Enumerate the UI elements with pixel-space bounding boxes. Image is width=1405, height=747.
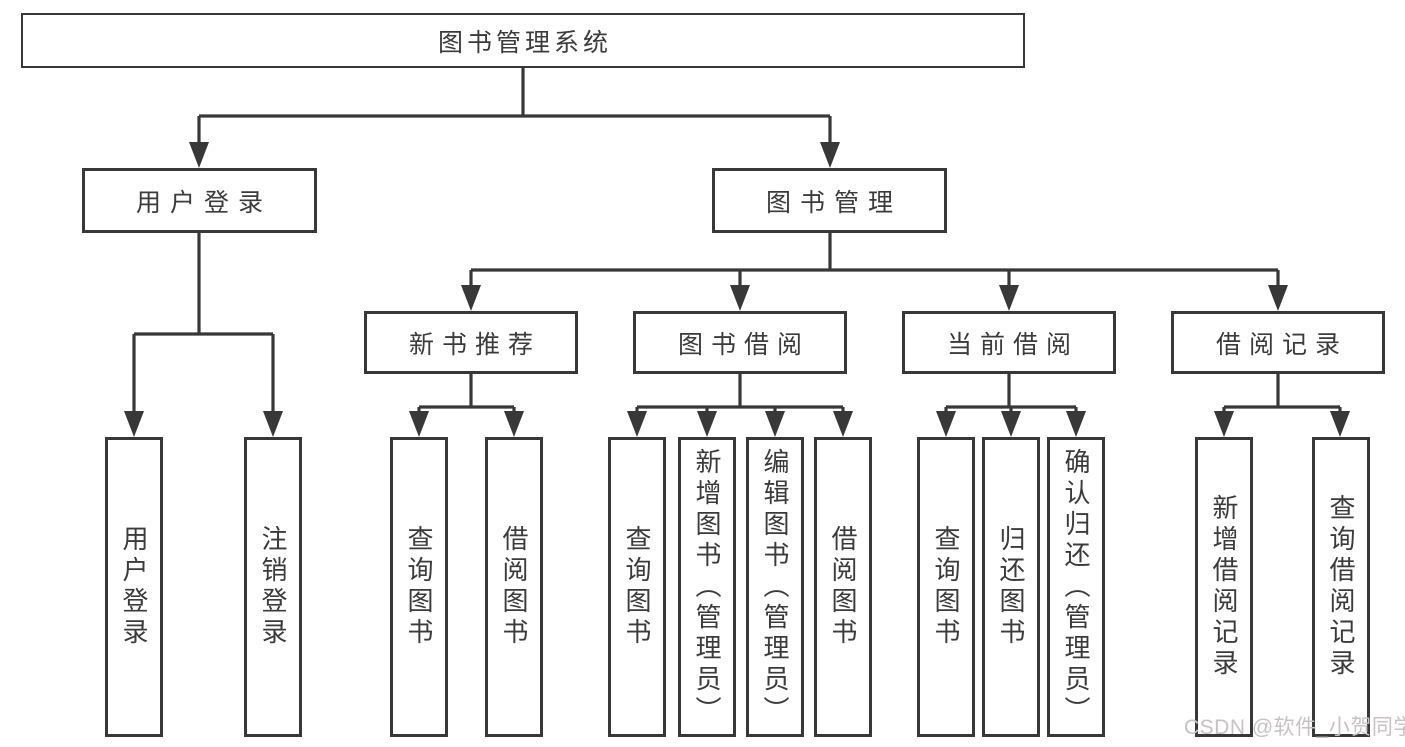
connector-borrow-records-children bbox=[1214, 374, 1350, 437]
node-label: 图书借阅 bbox=[677, 330, 810, 359]
node-label: 当前借阅 bbox=[946, 330, 1079, 359]
node-label: 查询图书 bbox=[404, 525, 434, 649]
node-label: 查询图书 bbox=[931, 525, 961, 649]
leaf-borrow-books: 借阅图书 bbox=[814, 437, 872, 737]
node-label: 借阅图书 bbox=[499, 525, 529, 649]
node-label: 借阅记录 bbox=[1215, 330, 1348, 359]
leaf-confirm-return-admin: 确认归还（管理员） bbox=[1047, 437, 1105, 737]
node-label: 归还图书 bbox=[996, 525, 1026, 649]
node-label: 用户登录 bbox=[135, 188, 272, 217]
leaf-logout-login: 注销登录 bbox=[244, 437, 302, 737]
node-borrow-records: 借阅记录 bbox=[1171, 311, 1385, 374]
leaf-user-login: 用户登录 bbox=[105, 437, 163, 737]
node-label: 编辑图书（管理员） bbox=[760, 447, 790, 727]
connector-root-to-level2 bbox=[189, 68, 840, 168]
node-label: 用户登录 bbox=[119, 525, 149, 649]
node-user-login: 用户登录 bbox=[82, 168, 317, 233]
leaf-return-books: 归还图书 bbox=[982, 437, 1040, 737]
node-label: 注销登录 bbox=[258, 525, 288, 649]
leaf-edit-books-admin: 编辑图书（管理员） bbox=[746, 437, 804, 737]
node-root-system: 图书管理系统 bbox=[21, 13, 1025, 68]
connector-current-borrow-children bbox=[936, 374, 1086, 437]
node-label: 借阅图书 bbox=[828, 525, 858, 649]
connector-user-login-children bbox=[124, 233, 283, 437]
connector-book-management-children bbox=[461, 233, 1288, 311]
node-label: 新增借阅记录 bbox=[1209, 494, 1239, 680]
node-current-borrow: 当前借阅 bbox=[902, 311, 1116, 374]
node-label: 图书管理系统 bbox=[437, 28, 612, 57]
connector-book-borrow-children bbox=[627, 374, 853, 437]
leaf-borrow-books-recommend: 借阅图书 bbox=[485, 437, 543, 737]
node-label: 新增图书（管理员） bbox=[692, 447, 722, 727]
node-label: 图书管理 bbox=[765, 188, 902, 217]
leaf-add-borrow-record: 新增借阅记录 bbox=[1195, 437, 1253, 737]
node-book-borrow: 图书借阅 bbox=[633, 311, 847, 374]
node-label: 新书推荐 bbox=[408, 330, 541, 359]
node-label: 确认归还（管理员） bbox=[1061, 447, 1091, 727]
leaf-query-borrow-record: 查询借阅记录 bbox=[1312, 437, 1370, 737]
csdn-watermark: CSDN @软件_小贺同学 bbox=[1184, 716, 1405, 739]
node-label: 查询图书 bbox=[622, 525, 652, 649]
leaf-query-books-current: 查询图书 bbox=[917, 437, 975, 737]
connector-new-book-children bbox=[409, 374, 524, 437]
node-new-book-recommend: 新书推荐 bbox=[364, 311, 578, 374]
leaf-add-books-admin: 新增图书（管理员） bbox=[678, 437, 736, 737]
leaf-query-books-borrow: 查询图书 bbox=[608, 437, 666, 737]
node-label: 查询借阅记录 bbox=[1326, 494, 1356, 680]
node-book-management: 图书管理 bbox=[712, 168, 947, 233]
leaf-query-books-recommend: 查询图书 bbox=[390, 437, 448, 737]
